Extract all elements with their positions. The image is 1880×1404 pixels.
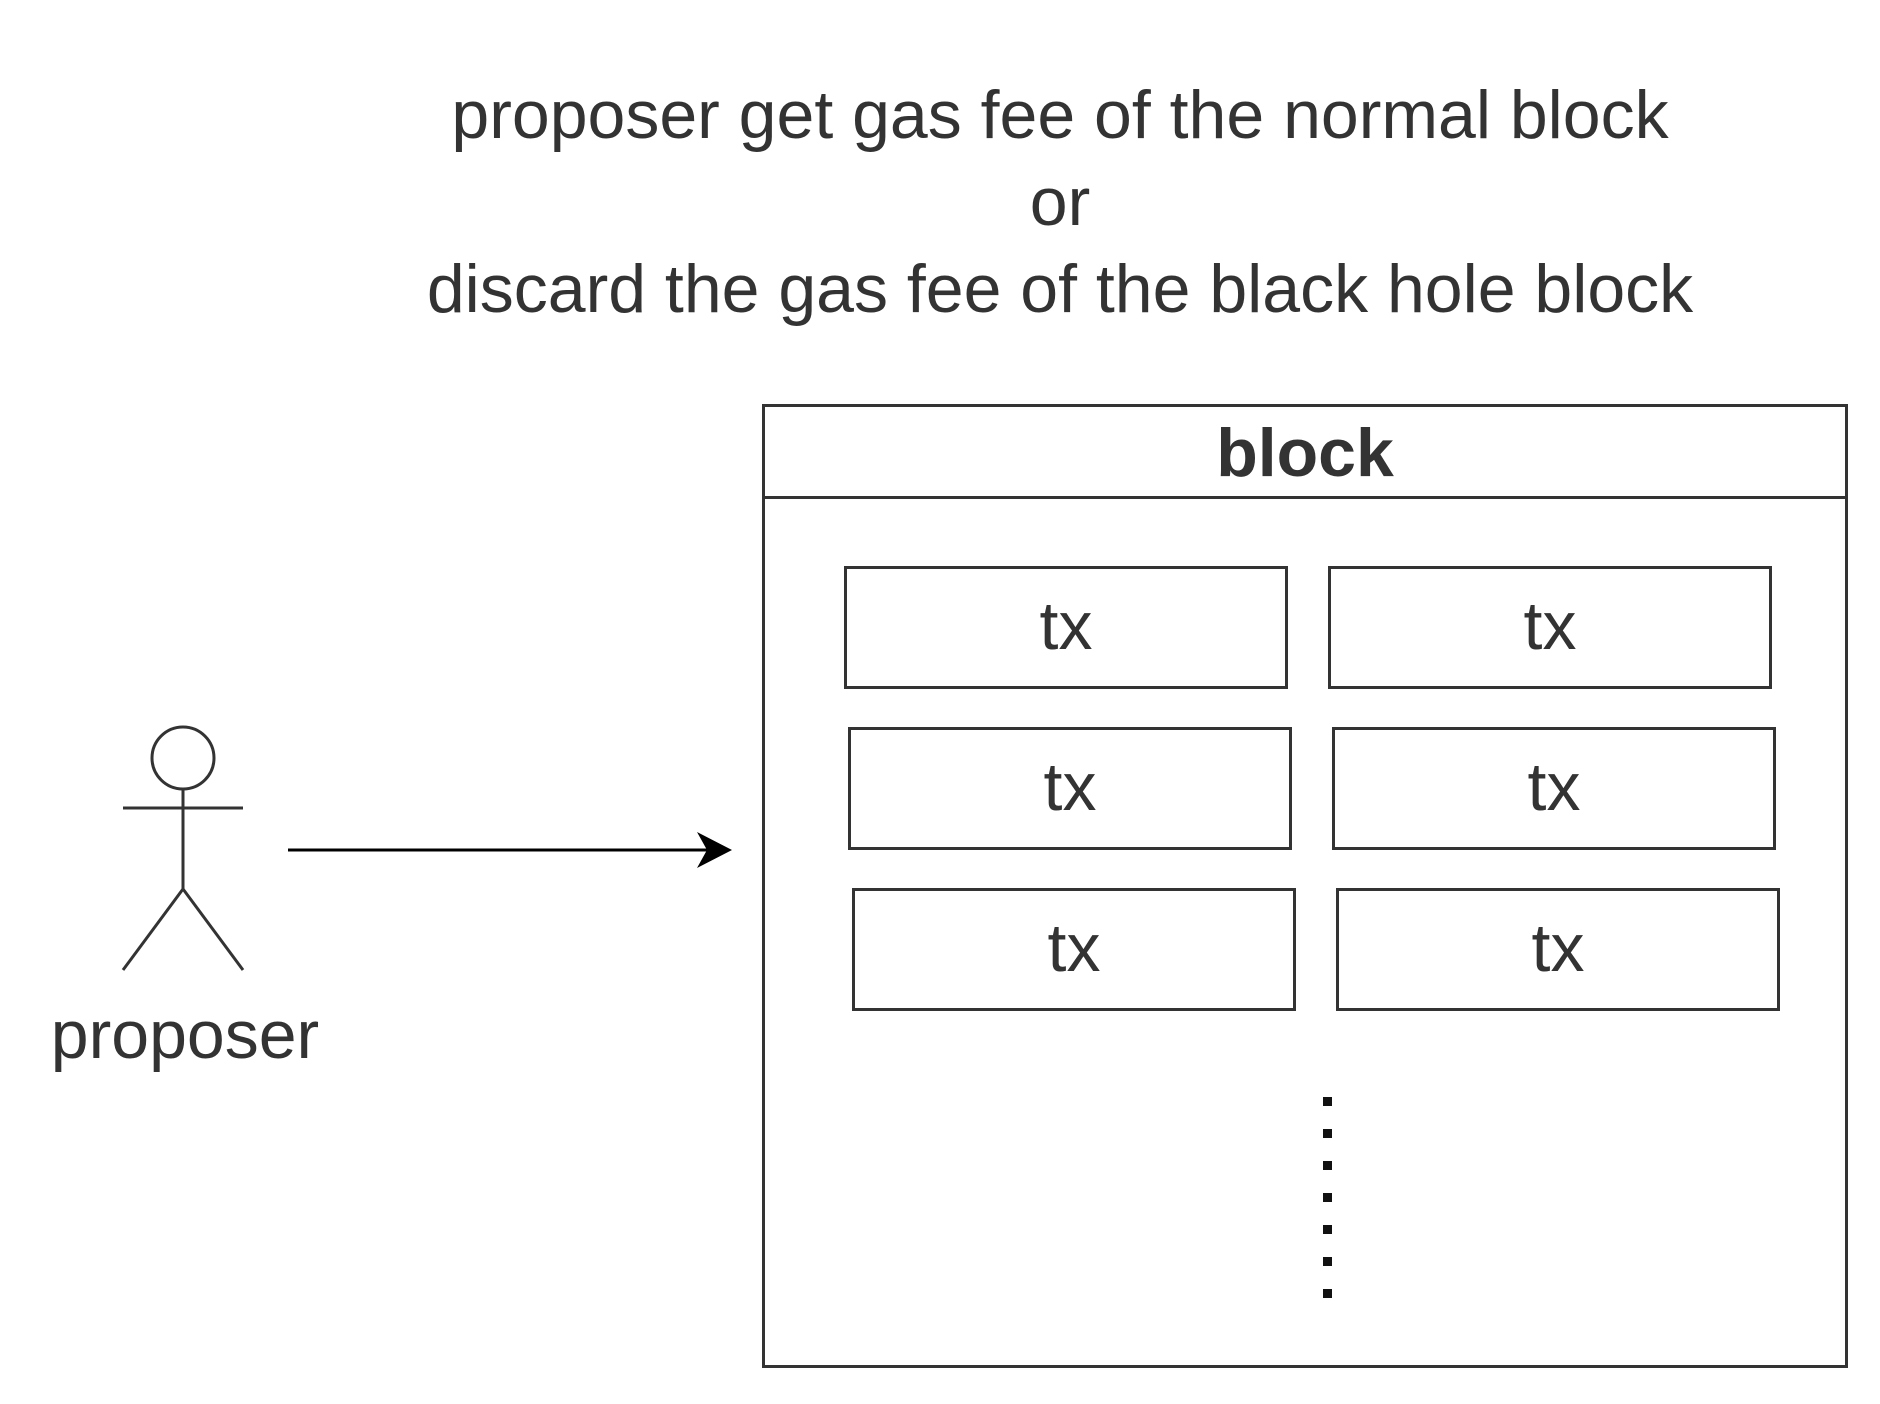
proposer-to-block-arrow: [288, 832, 732, 868]
tx-box: tx: [1336, 888, 1780, 1011]
heading-line-2: or: [1029, 164, 1091, 240]
vertical-ellipsis-icon: [1323, 1097, 1333, 1321]
diagram-heading: proposer get gas fee of the normal block…: [360, 72, 1760, 333]
heading-line-3: discard the gas fee of the black hole bl…: [426, 251, 1694, 327]
block-title: block: [765, 407, 1845, 499]
tx-box: tx: [848, 727, 1292, 850]
tx-box: tx: [1332, 727, 1776, 850]
actor-label: proposer: [50, 997, 320, 1073]
tx-box: tx: [1328, 566, 1772, 689]
person-icon: [121, 725, 245, 971]
block-container: block tx tx tx tx tx tx: [762, 404, 1848, 1368]
tx-box: tx: [852, 888, 1296, 1011]
tx-box: tx: [844, 566, 1288, 689]
heading-line-1: proposer get gas fee of the normal block: [451, 77, 1669, 153]
